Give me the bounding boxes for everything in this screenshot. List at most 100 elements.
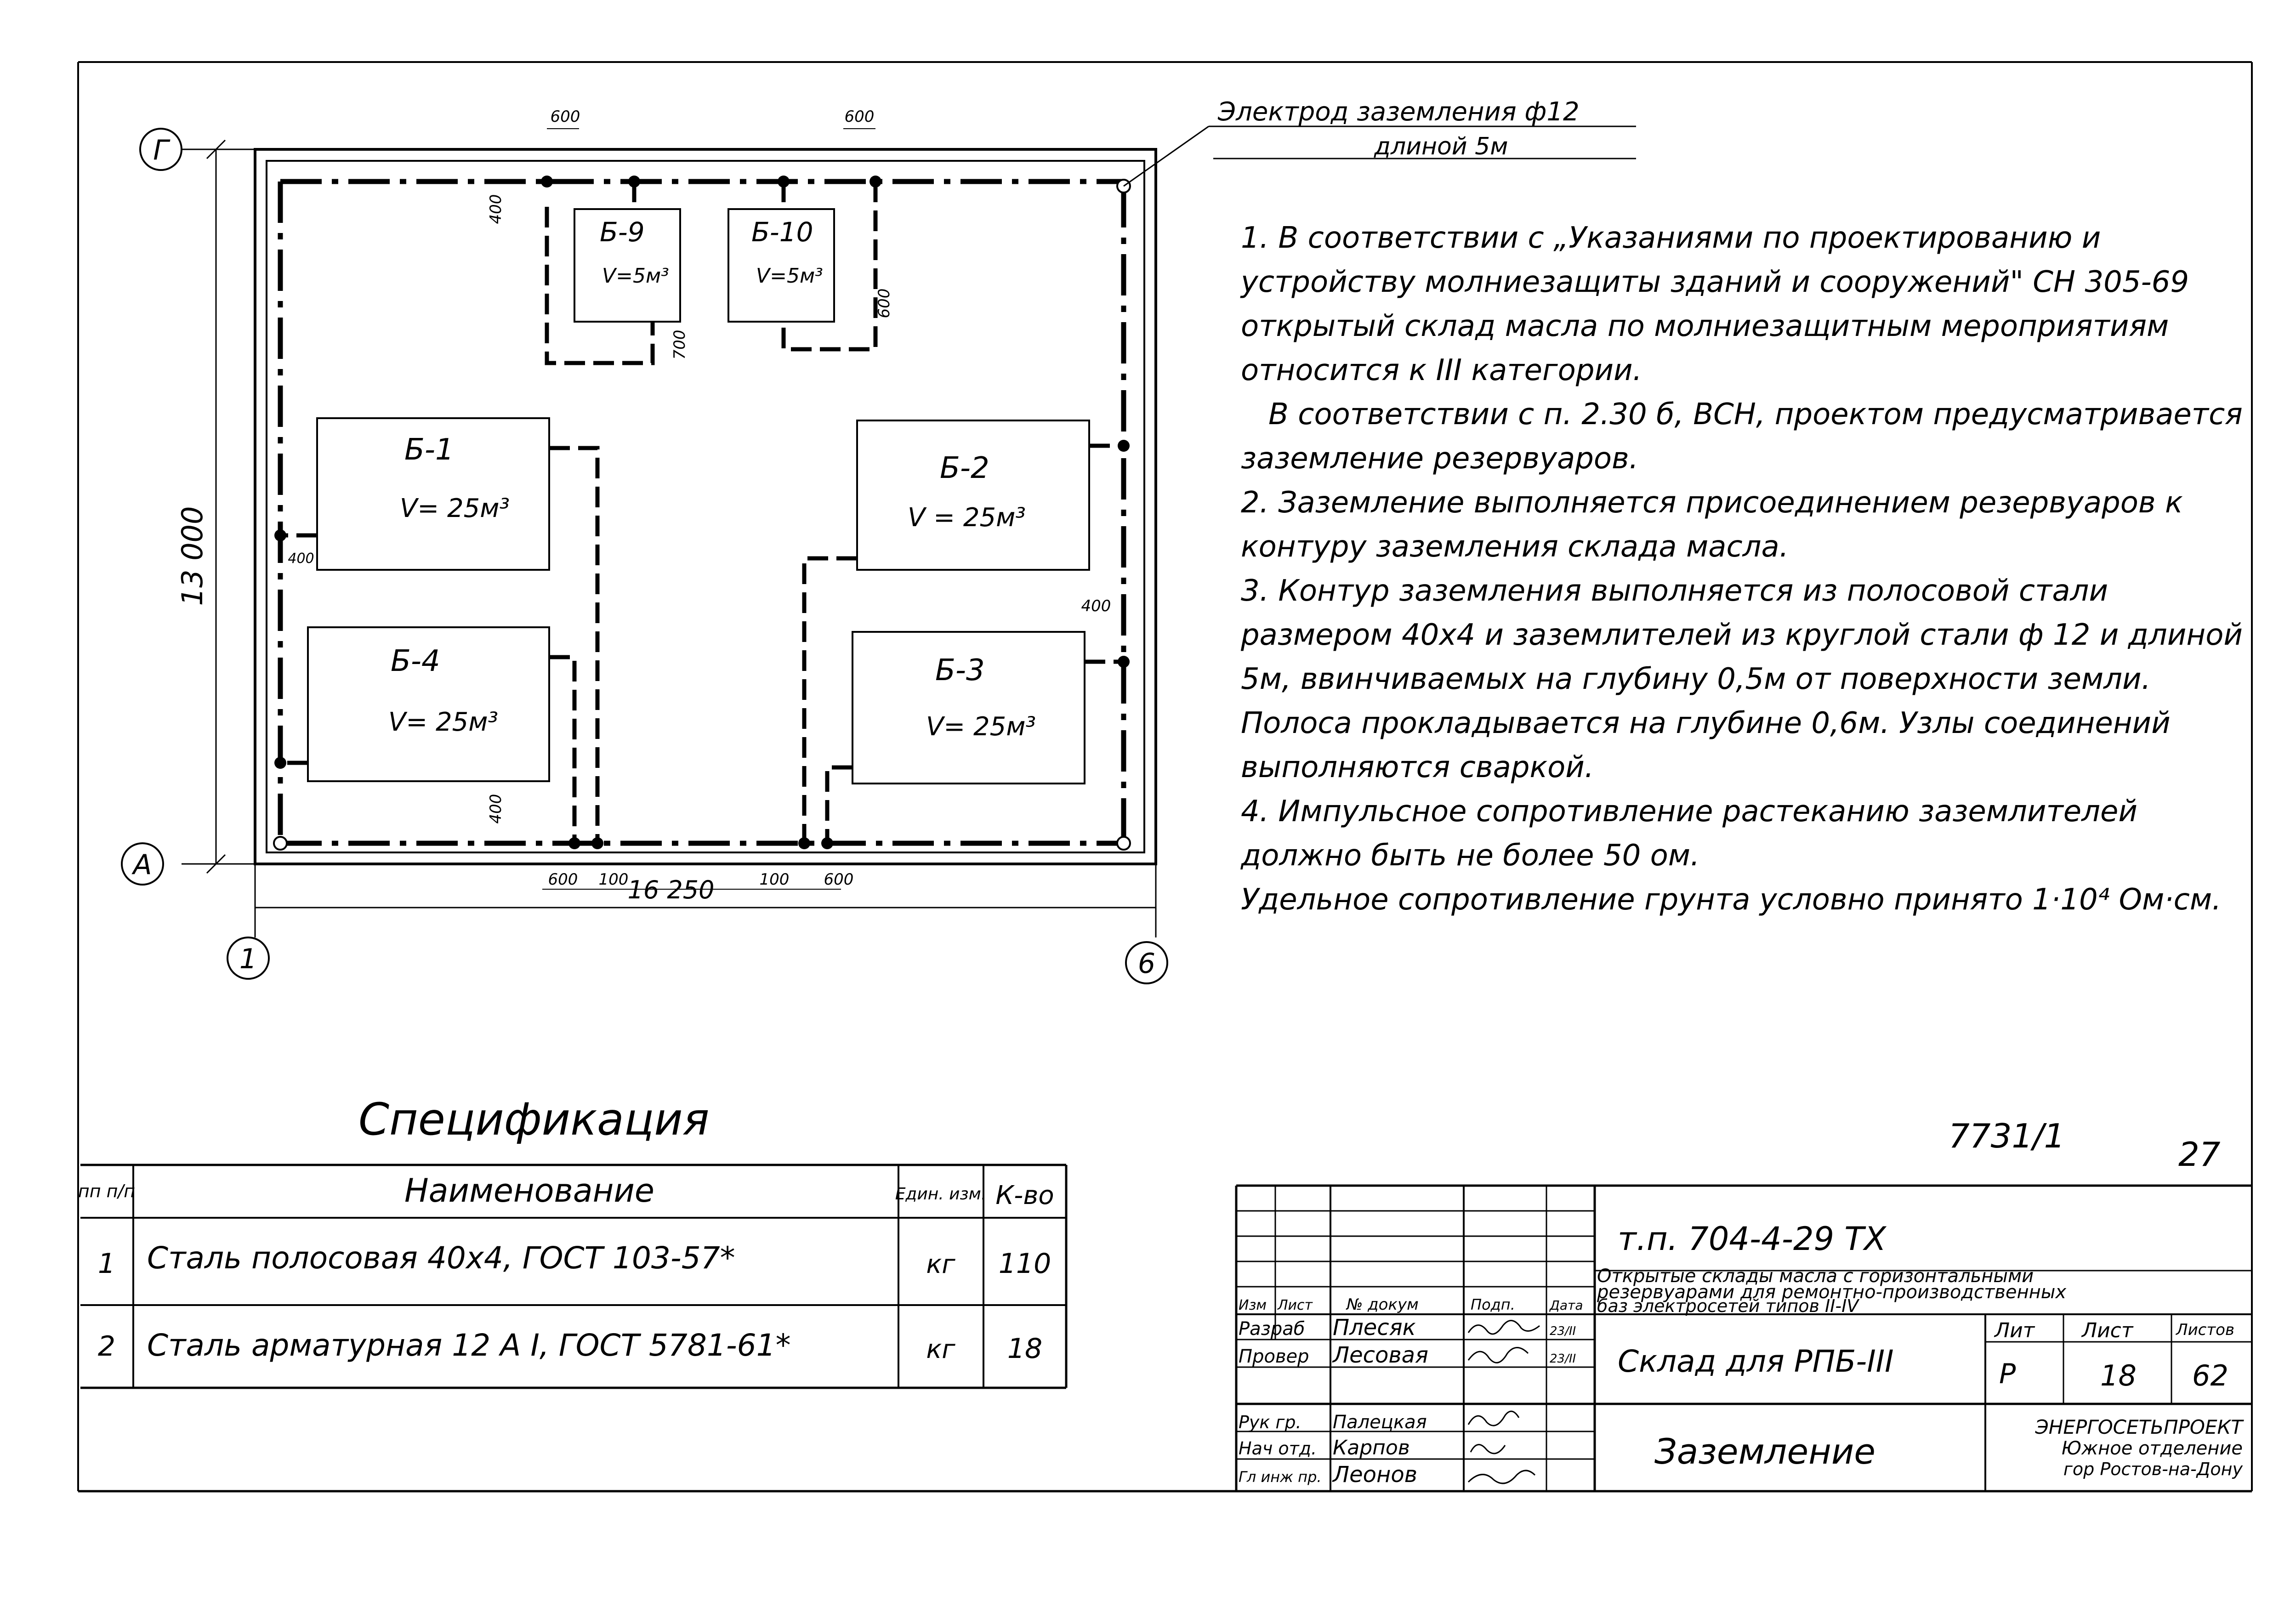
yard-inner-outline (266, 160, 1145, 853)
note-item: В соответствии с п. 2.30 б, ВСН, проекто… (1241, 397, 2243, 476)
stamp-org-line3: гор Ростов-на-Дону (2063, 1459, 2243, 1479)
svg-text:2: 2 (98, 1330, 115, 1363)
note-item: 1. В соответствии с „Указаниями по проек… (1241, 221, 2189, 387)
svg-text:1: 1 (98, 1248, 115, 1280)
stamp-project-line3: баз электросетей типов II-IV (1597, 1296, 1860, 1316)
axis-a-bubble: А (121, 842, 164, 886)
electrode-label-line2: длиной 5м (1374, 133, 1508, 160)
svg-text:13 000: 13 000 (176, 506, 209, 606)
electrode-se (1116, 836, 1131, 851)
svg-text:V= 25м³: V= 25м³ (926, 712, 1036, 742)
svg-text:Б-4: Б-4 (391, 644, 440, 678)
stamp-sheet-title: Заземление (1654, 1431, 1875, 1472)
svg-text:Сталь арматурная 12 А I, ГОС: Сталь арматурная 12 А I, ГОСТ 5781-61* (147, 1328, 791, 1363)
svg-text:кг: кг (926, 1334, 955, 1364)
stamp-header-izm: Изм (1239, 1297, 1267, 1313)
tank-b3: Б-3 V= 25м³ (852, 631, 1085, 784)
stamp-lit: Р (1999, 1358, 2016, 1390)
axis-1-bubble: 1 (227, 937, 270, 980)
yard-outer-outline (254, 148, 1157, 865)
stamp-org-line1: ЭНЕРГОСЕТЬПРОЕКТ (2035, 1416, 2244, 1438)
electrode-sw (273, 836, 288, 851)
explanatory-notes: 1. В соответствии с „Указаниями по проек… (1241, 216, 2261, 922)
stamp-date: 23/ІІ (1550, 1352, 1576, 1366)
svg-text:V = 25м³: V = 25м³ (908, 503, 1026, 533)
note-item: 4. Импульсное сопротивление растеканию з… (1241, 795, 2137, 873)
spec-col-unit: Един. изм. (895, 1185, 987, 1204)
stamp-code: т.п. 704-4-29 ТХ (1618, 1220, 1887, 1258)
note-item: Удельное сопротивление грунта условно пр… (1241, 883, 2222, 917)
svg-text:Г: Г (153, 134, 170, 166)
svg-text:600: 600 (548, 870, 578, 889)
svg-text:100: 100 (760, 870, 790, 889)
svg-text:Б-10: Б-10 (751, 216, 813, 248)
svg-text:18: 18 (1007, 1333, 1042, 1365)
svg-text:100: 100 (599, 870, 629, 889)
stamp-role: Разраб (1239, 1318, 1305, 1340)
svg-text:Б-1: Б-1 (404, 433, 454, 467)
stamp-role: Рук гр. (1239, 1412, 1301, 1432)
stamp-object: Склад для РПБ-III (1618, 1344, 1894, 1379)
specification-table (80, 1164, 1068, 1389)
stamp-project-line1: Открытые склады масла с горизонтальными (1597, 1266, 2034, 1287)
svg-text:400: 400 (288, 551, 314, 567)
svg-text:6: 6 (1138, 948, 1155, 980)
svg-text:600: 600 (875, 289, 893, 318)
stamp-project-line2: резервуарами для ремонтно-производственн… (1597, 1282, 2066, 1303)
svg-text:700: 700 (671, 330, 689, 360)
dimension-width: 16 250 (255, 875, 1156, 909)
svg-text:600: 600 (551, 108, 580, 126)
axis-g-bubble: Г (139, 128, 182, 171)
svg-text:V=5м³: V=5м³ (756, 264, 823, 288)
svg-text:1: 1 (239, 943, 257, 975)
small-dimensions: 600 600 400 700 600 400 400 400 600 100 … (288, 108, 1111, 890)
stamp-name: Палецкая (1333, 1412, 1427, 1433)
stamp-role: Нач отд. (1239, 1438, 1317, 1459)
stamp-listov: 62 (2192, 1359, 2228, 1392)
svg-text:Сталь полосовая 40х4, ГОСТ 1: Сталь полосовая 40х4, ГОСТ 103-57* (147, 1240, 735, 1276)
tank-b10: Б-10 V=5м³ (727, 208, 835, 323)
svg-text:400: 400 (487, 194, 505, 224)
tank-b4: Б-4 V= 25м³ (307, 626, 550, 782)
spec-row: 1 Сталь полосовая 40х4, ГОСТ 103-57* кг … (98, 1240, 1051, 1280)
spec-col-name: Наименование (404, 1172, 654, 1210)
dimension-height: 13 000 (176, 139, 226, 874)
stamp-role: Провер (1239, 1346, 1309, 1367)
svg-text:V= 25м³: V= 25м³ (400, 494, 510, 523)
svg-text:110: 110 (999, 1248, 1051, 1280)
document-number: 7731/1 (1949, 1117, 2065, 1155)
svg-text:А: А (131, 849, 152, 881)
tank-b2: Б-2 V = 25м³ (856, 420, 1090, 571)
stamp-role: Гл инж пр. (1239, 1468, 1322, 1486)
stamp-name: Плесяк (1333, 1315, 1416, 1340)
sheet-number: 27 (2178, 1135, 2221, 1174)
svg-text:Б-9: Б-9 (600, 216, 645, 248)
note-item: 3. Контур заземления выполняется из поло… (1241, 574, 2243, 784)
stamp-header-sign: Подп. (1471, 1296, 1515, 1313)
svg-text:Б-2: Б-2 (940, 451, 989, 485)
tank-b1: Б-1 V= 25м³ (316, 417, 550, 571)
spec-col-num: пп п/п (78, 1181, 135, 1201)
electrode-label-line1: Электрод заземления ф12 (1217, 97, 1580, 127)
svg-text:Б-3: Б-3 (935, 653, 985, 687)
stamp-header-doc: № докум (1346, 1295, 1419, 1314)
grounding-contour (278, 179, 1126, 846)
electrode-leader (1123, 125, 1209, 187)
svg-text:16 250: 16 250 (628, 875, 715, 904)
stamp-header-date: Дата (1549, 1298, 1583, 1313)
axis-6-bubble: 6 (1125, 941, 1168, 984)
stamp-name: Карпов (1333, 1436, 1410, 1459)
svg-text:400: 400 (487, 794, 505, 824)
note-item: 2. Заземление выполняется присоединением… (1241, 486, 2183, 564)
spec-title: Спецификация (358, 1094, 710, 1145)
svg-text:кг: кг (926, 1249, 955, 1279)
stamp-listov-label: Листов (2175, 1321, 2234, 1339)
spec-row: 2 Сталь арматурная 12 А I, ГОСТ 5781-61*… (98, 1328, 1042, 1365)
stamp-name: Леонов (1332, 1462, 1417, 1488)
stamp-name: Лесовая (1332, 1342, 1428, 1368)
svg-text:V=5м³: V=5м³ (602, 264, 669, 288)
tank-b9: Б-9 V=5м³ (574, 208, 681, 323)
svg-text:400: 400 (1081, 597, 1111, 615)
stamp-list: 18 (2100, 1359, 2137, 1392)
